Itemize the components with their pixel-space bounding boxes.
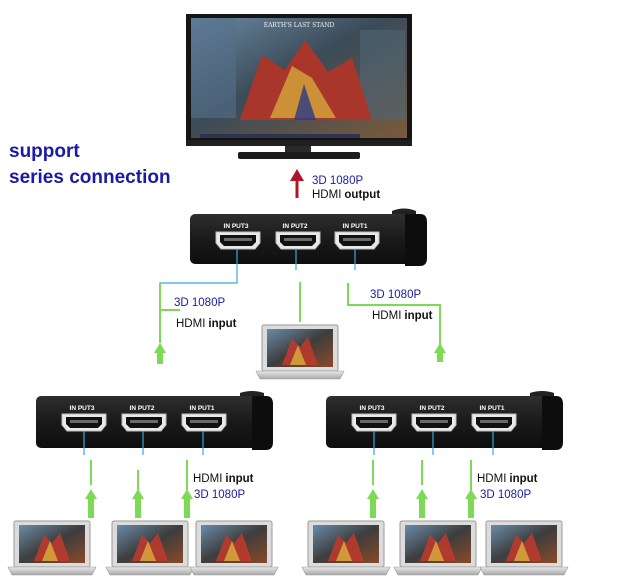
left-switch-port-2[interactable] <box>121 413 167 432</box>
right-input-arrow-2 <box>416 489 428 499</box>
left-link-arrow <box>154 343 166 353</box>
right-link-spec: 3D 1080P <box>370 289 421 301</box>
tv-stand-base <box>238 152 360 159</box>
right-link-hdmi: HDMI <box>372 310 401 322</box>
right-laptop-2 <box>393 520 483 576</box>
top-switch-port-3-label: IN PUT3 <box>224 223 249 230</box>
left-switch-cables <box>83 431 204 490</box>
right-lower-hdmi: HDMI <box>477 473 506 485</box>
left-switch-port-3[interactable] <box>61 413 107 432</box>
left-link-spec: 3D 1080P <box>174 297 225 309</box>
left-switch: IN PUT3 IN PUT2 IN PUT1 <box>36 391 273 450</box>
tv: EARTH'S LAST STAND <box>186 14 412 159</box>
right-switch-port-3-label: IN PUT3 <box>360 405 385 412</box>
right-switch-port-1[interactable] <box>471 413 517 432</box>
right-switch-port-2-label: IN PUT2 <box>420 405 445 412</box>
top-switch-output-spec: 3D 1080P <box>312 175 363 187</box>
right-lower-word: input <box>509 473 537 485</box>
top-switch-output-hdmi: HDMI <box>312 189 341 201</box>
tv-screen-title: EARTH'S LAST STAND <box>264 22 335 29</box>
right-laptop-3 <box>479 520 569 576</box>
right-lower-spec: 3D 1080P <box>480 489 531 501</box>
left-input-arrow-2 <box>132 489 144 499</box>
left-input-arrow-3 <box>181 489 193 499</box>
left-switch-port-1-label: IN PUT1 <box>190 405 215 412</box>
right-link-word: input <box>404 310 432 322</box>
left-laptop-3 <box>189 520 279 576</box>
right-switch-cables <box>372 431 494 490</box>
tv-stand-neck <box>285 146 311 154</box>
right-switch-port-3[interactable] <box>351 413 397 432</box>
right-switch-port-1-label: IN PUT1 <box>480 405 505 412</box>
middle-laptop <box>255 324 345 380</box>
top-switch-port-1[interactable] <box>334 231 380 250</box>
left-lower-spec: 3D 1080P <box>194 489 245 501</box>
left-switch-port-3-label: IN PUT3 <box>70 405 95 412</box>
top-switch-port-2-label: IN PUT2 <box>283 223 308 230</box>
left-link-hdmi: HDMI <box>176 318 205 330</box>
right-link-arrow <box>434 343 446 353</box>
top-switch-output-word: output <box>344 189 380 201</box>
heading-line-1: support <box>9 141 80 162</box>
top-switch-port-3[interactable] <box>215 231 261 250</box>
output-arrow <box>290 169 304 198</box>
left-link-word: input <box>208 318 236 330</box>
heading: support series connection <box>9 139 171 191</box>
left-input-arrow-1 <box>85 489 97 499</box>
top-switch: IN PUT3 IN PUT2 IN PUT1 <box>190 208 427 266</box>
left-switch-port-1[interactable] <box>181 413 227 432</box>
left-switch-port-2-label: IN PUT2 <box>130 405 155 412</box>
left-lower-hdmi: HDMI <box>193 473 222 485</box>
right-input-arrow-3 <box>465 489 477 499</box>
heading-line-2: series connection <box>9 167 171 188</box>
right-switch: IN PUT3 IN PUT2 IN PUT1 <box>326 391 563 450</box>
right-laptop-1 <box>301 520 391 576</box>
left-laptop-2 <box>105 520 195 576</box>
right-input-arrow-1 <box>367 489 379 499</box>
right-switch-port-2[interactable] <box>411 413 457 432</box>
top-switch-cables <box>159 249 441 345</box>
left-laptop-1 <box>7 520 97 576</box>
top-switch-port-1-label: IN PUT1 <box>343 223 368 230</box>
left-lower-word: input <box>225 473 253 485</box>
top-switch-port-2[interactable] <box>275 231 321 250</box>
